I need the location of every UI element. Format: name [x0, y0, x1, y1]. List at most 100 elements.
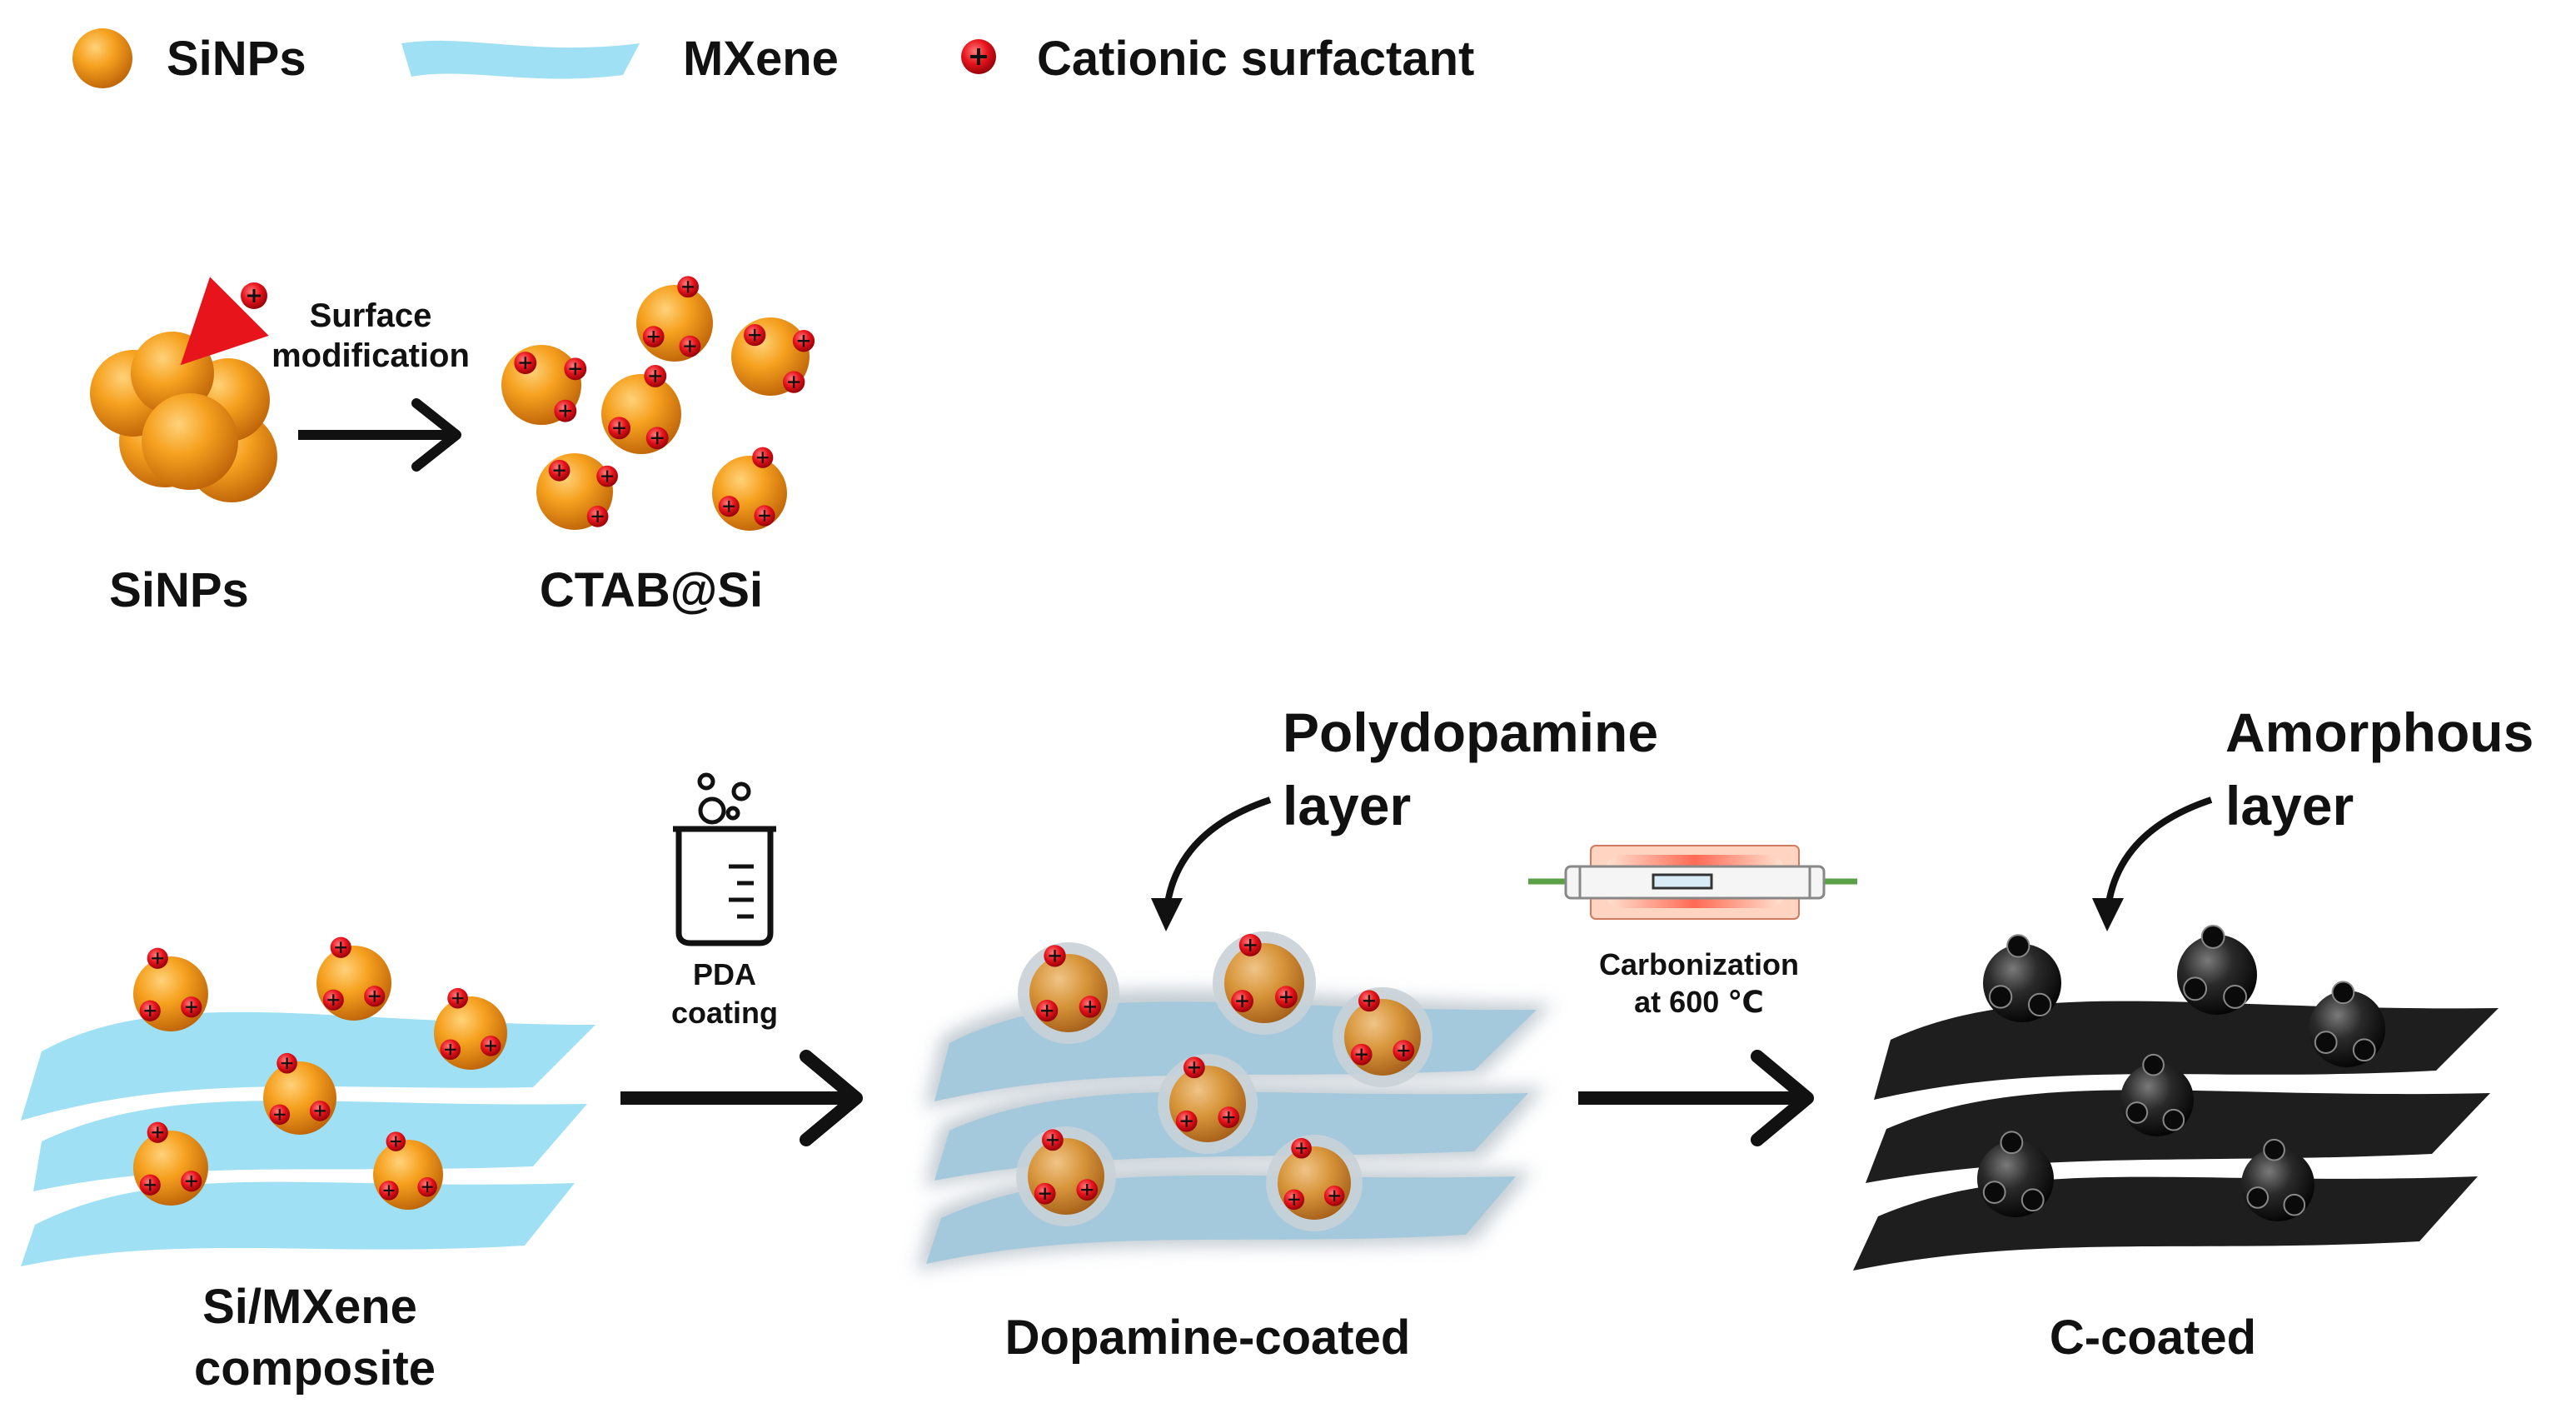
surfactant-plus-icon — [1283, 1189, 1305, 1211]
pda-coated-sinp — [1029, 945, 1108, 1032]
sinp-particle — [133, 947, 208, 1031]
surfactant-plus-icon — [309, 1101, 331, 1121]
surfactant-plus-icon — [480, 1036, 501, 1056]
pda-coated-sinp — [1169, 1056, 1246, 1142]
ctab-si-particle — [712, 447, 787, 531]
carbon-coated-si-particle — [1983, 934, 2061, 1022]
c-coated-composite — [1853, 924, 2499, 1271]
amorphous-annotation-line1: Amorphous — [2225, 702, 2534, 763]
surfactant-plus-icon — [608, 417, 631, 440]
polydopamine-pointer-arrow-icon — [1151, 796, 1272, 931]
ctab-si-particle — [601, 364, 681, 454]
pda-coated-sinp — [1028, 1129, 1104, 1215]
composite-label-line1: Si/MXene — [202, 1280, 417, 1334]
carbon-coated-si-particle — [2241, 1138, 2314, 1221]
surfactant-plus-icon — [564, 357, 587, 381]
sinp-particle — [263, 1052, 336, 1135]
tube-furnace-icon — [1528, 845, 1857, 920]
surfactant-plus-icon — [139, 1174, 161, 1196]
surfactant-plus-icon — [752, 447, 774, 468]
surfactant-plus-icon — [586, 506, 609, 527]
step1-arrow-label-line2: modification — [272, 337, 470, 374]
surfactant-plus-icon — [330, 936, 351, 958]
surfactant-plus-icon — [269, 1104, 291, 1126]
carbon-coated-si-particle — [2177, 924, 2257, 1015]
surfactant-plus-icon — [1323, 1186, 1345, 1206]
surfactant-plus-icon — [548, 459, 571, 482]
ctab-si-particle — [501, 345, 587, 425]
surfactant-plus-icon — [1183, 1056, 1205, 1079]
surfactant-plus-icon — [1034, 1182, 1056, 1205]
surfactant-plus-icon — [147, 947, 168, 969]
step2-arrow-label-line1: PDA — [693, 957, 756, 991]
surfactant-plus-icon — [417, 1176, 437, 1197]
surfactant-plus-icon — [718, 496, 740, 517]
surfactant-plus-icon — [139, 1000, 161, 1021]
surfactant-plus-icon — [1231, 990, 1254, 1013]
ctab-si-particle — [636, 276, 713, 362]
surfactant-plus-icon — [1079, 996, 1102, 1018]
legend-sinp-icon — [72, 28, 132, 88]
pda-coated-sinp — [1224, 933, 1304, 1023]
dopamine-coated-label: Dopamine-coated — [1005, 1311, 1411, 1365]
legend-surfactant-icon — [961, 39, 996, 74]
step1-right-label: CTAB@Si — [540, 563, 763, 617]
surfactant-plus-icon — [1274, 986, 1298, 1009]
surfactant-plus-icon — [322, 989, 344, 1011]
ctab-si-particle — [536, 453, 618, 530]
surfactant-plus-icon — [1358, 990, 1380, 1012]
carbon-coated-si-particle — [2309, 981, 2385, 1067]
red-curved-arrow-icon — [180, 277, 269, 366]
legend-mxene-icon — [401, 40, 640, 79]
legend-cationic-label: Cationic surfactant — [1037, 32, 1474, 86]
sinp-particle — [133, 1121, 208, 1206]
surfactant-plus-icon — [1042, 1129, 1064, 1151]
surfactant-plus-icon — [644, 364, 667, 387]
surfactant-plus-icon — [1076, 1179, 1099, 1201]
surfactant-plus-icon — [386, 1131, 406, 1151]
surfactant-plus-icon — [379, 1181, 399, 1201]
step1-arrow-label-line1: Surface — [310, 297, 432, 334]
amorphous-pointer-arrow-icon — [2092, 796, 2213, 931]
surfactant-plus-icon — [642, 326, 665, 347]
sinp-particle — [373, 1131, 443, 1210]
surfactant-plus-icon — [744, 323, 766, 347]
mxene-sheet — [21, 1181, 575, 1266]
amorphous-annotation-line2: layer — [2225, 775, 2354, 836]
surfactant-plus-icon — [514, 352, 537, 375]
legend: SiNPs MXene Cationic surfactant — [72, 28, 1474, 88]
surfactant-plus-icon — [181, 996, 202, 1018]
surfactant-plus-icon — [1035, 999, 1059, 1022]
carbon-coated-si-particle — [2120, 1053, 2194, 1136]
step3-arrow-label-line2: at 600 ℃ — [1634, 985, 1764, 1019]
pda-coated-sinp — [1344, 990, 1421, 1076]
si-mxene-composite — [21, 936, 595, 1266]
surfactant-plus-icon — [1350, 1043, 1373, 1066]
step1-sinp-cluster — [90, 332, 277, 502]
beaker-icon — [673, 772, 776, 946]
carbon-coated-si-particle — [1977, 1131, 2054, 1217]
surfactant-plus-icon — [596, 465, 618, 487]
surfactant-plus-icon — [181, 1171, 202, 1192]
dopamine-coated-composite — [916, 931, 1553, 1271]
composite-label-line2: composite — [194, 1341, 436, 1396]
step2-arrow-label-line2: coating — [671, 996, 778, 1030]
surfactant-plus-icon — [679, 335, 701, 357]
step1-arrow-icon — [298, 398, 461, 472]
surfactant-plus-icon — [1393, 1040, 1415, 1061]
polydopamine-annotation-line1: Polydopamine — [1283, 702, 1658, 763]
carbon-sheet — [1853, 1176, 2478, 1271]
surfactant-plus-icon — [440, 1039, 461, 1061]
step1-incoming-surfactant — [180, 277, 269, 366]
surfactant-plus-icon — [645, 427, 669, 450]
step1-left-label: SiNPs — [109, 563, 249, 617]
surfactant-plus-icon — [1175, 1110, 1198, 1132]
step2-arrow-icon — [620, 1050, 863, 1146]
legend-sinps-label: SiNPs — [167, 32, 306, 86]
ctab-si-particles — [501, 276, 815, 531]
pda-coated-sinp — [1278, 1137, 1351, 1220]
surfactant-plus-icon — [783, 371, 805, 393]
surfactant-plus-icon — [1044, 945, 1066, 967]
surfactant-plus-icon — [792, 330, 815, 352]
